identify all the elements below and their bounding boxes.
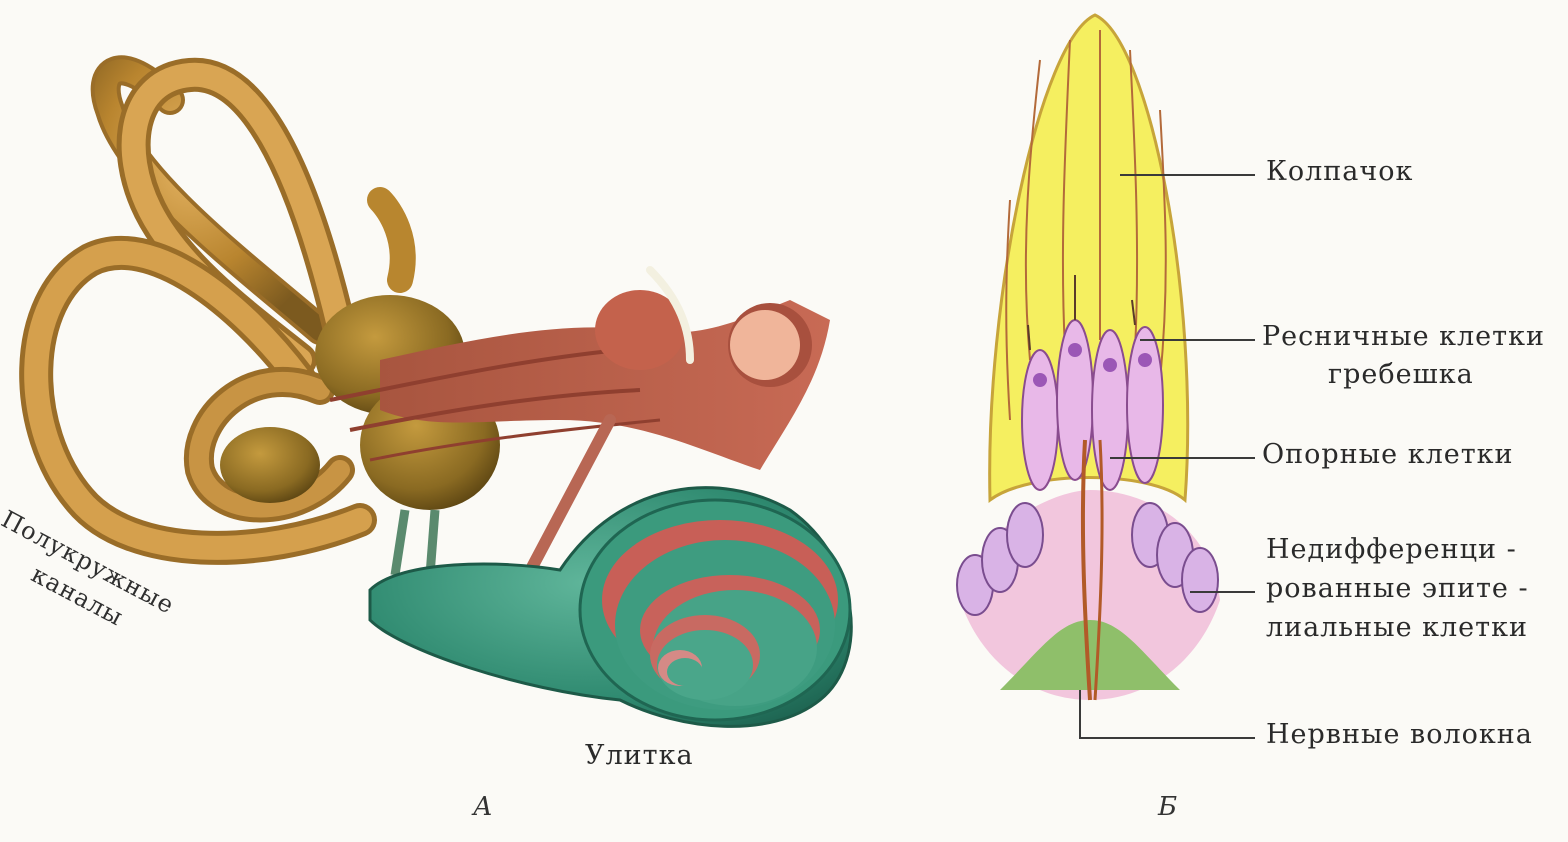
label-cochlea: Улитка bbox=[585, 740, 694, 772]
caption-a: А bbox=[473, 792, 493, 822]
label-hair-cells-line2: гребешка bbox=[1328, 359, 1474, 391]
label-undiff-line1: Недифференци - bbox=[1266, 534, 1517, 566]
label-hair-cells-line1: Ресничные клетки bbox=[1262, 321, 1545, 353]
label-cupula: Колпачок bbox=[1266, 156, 1413, 188]
label-nerve-fibers: Нервные волокна bbox=[1266, 719, 1533, 751]
caption-b: Б bbox=[1158, 792, 1177, 822]
cochlea bbox=[370, 488, 851, 727]
label-support-cells: Опорные клетки bbox=[1262, 439, 1514, 471]
label-undiff-line2: рованные эпите - bbox=[1266, 573, 1529, 605]
crista-illustration bbox=[957, 15, 1220, 700]
label-undiff-line3: лиальные клетки bbox=[1266, 612, 1528, 644]
